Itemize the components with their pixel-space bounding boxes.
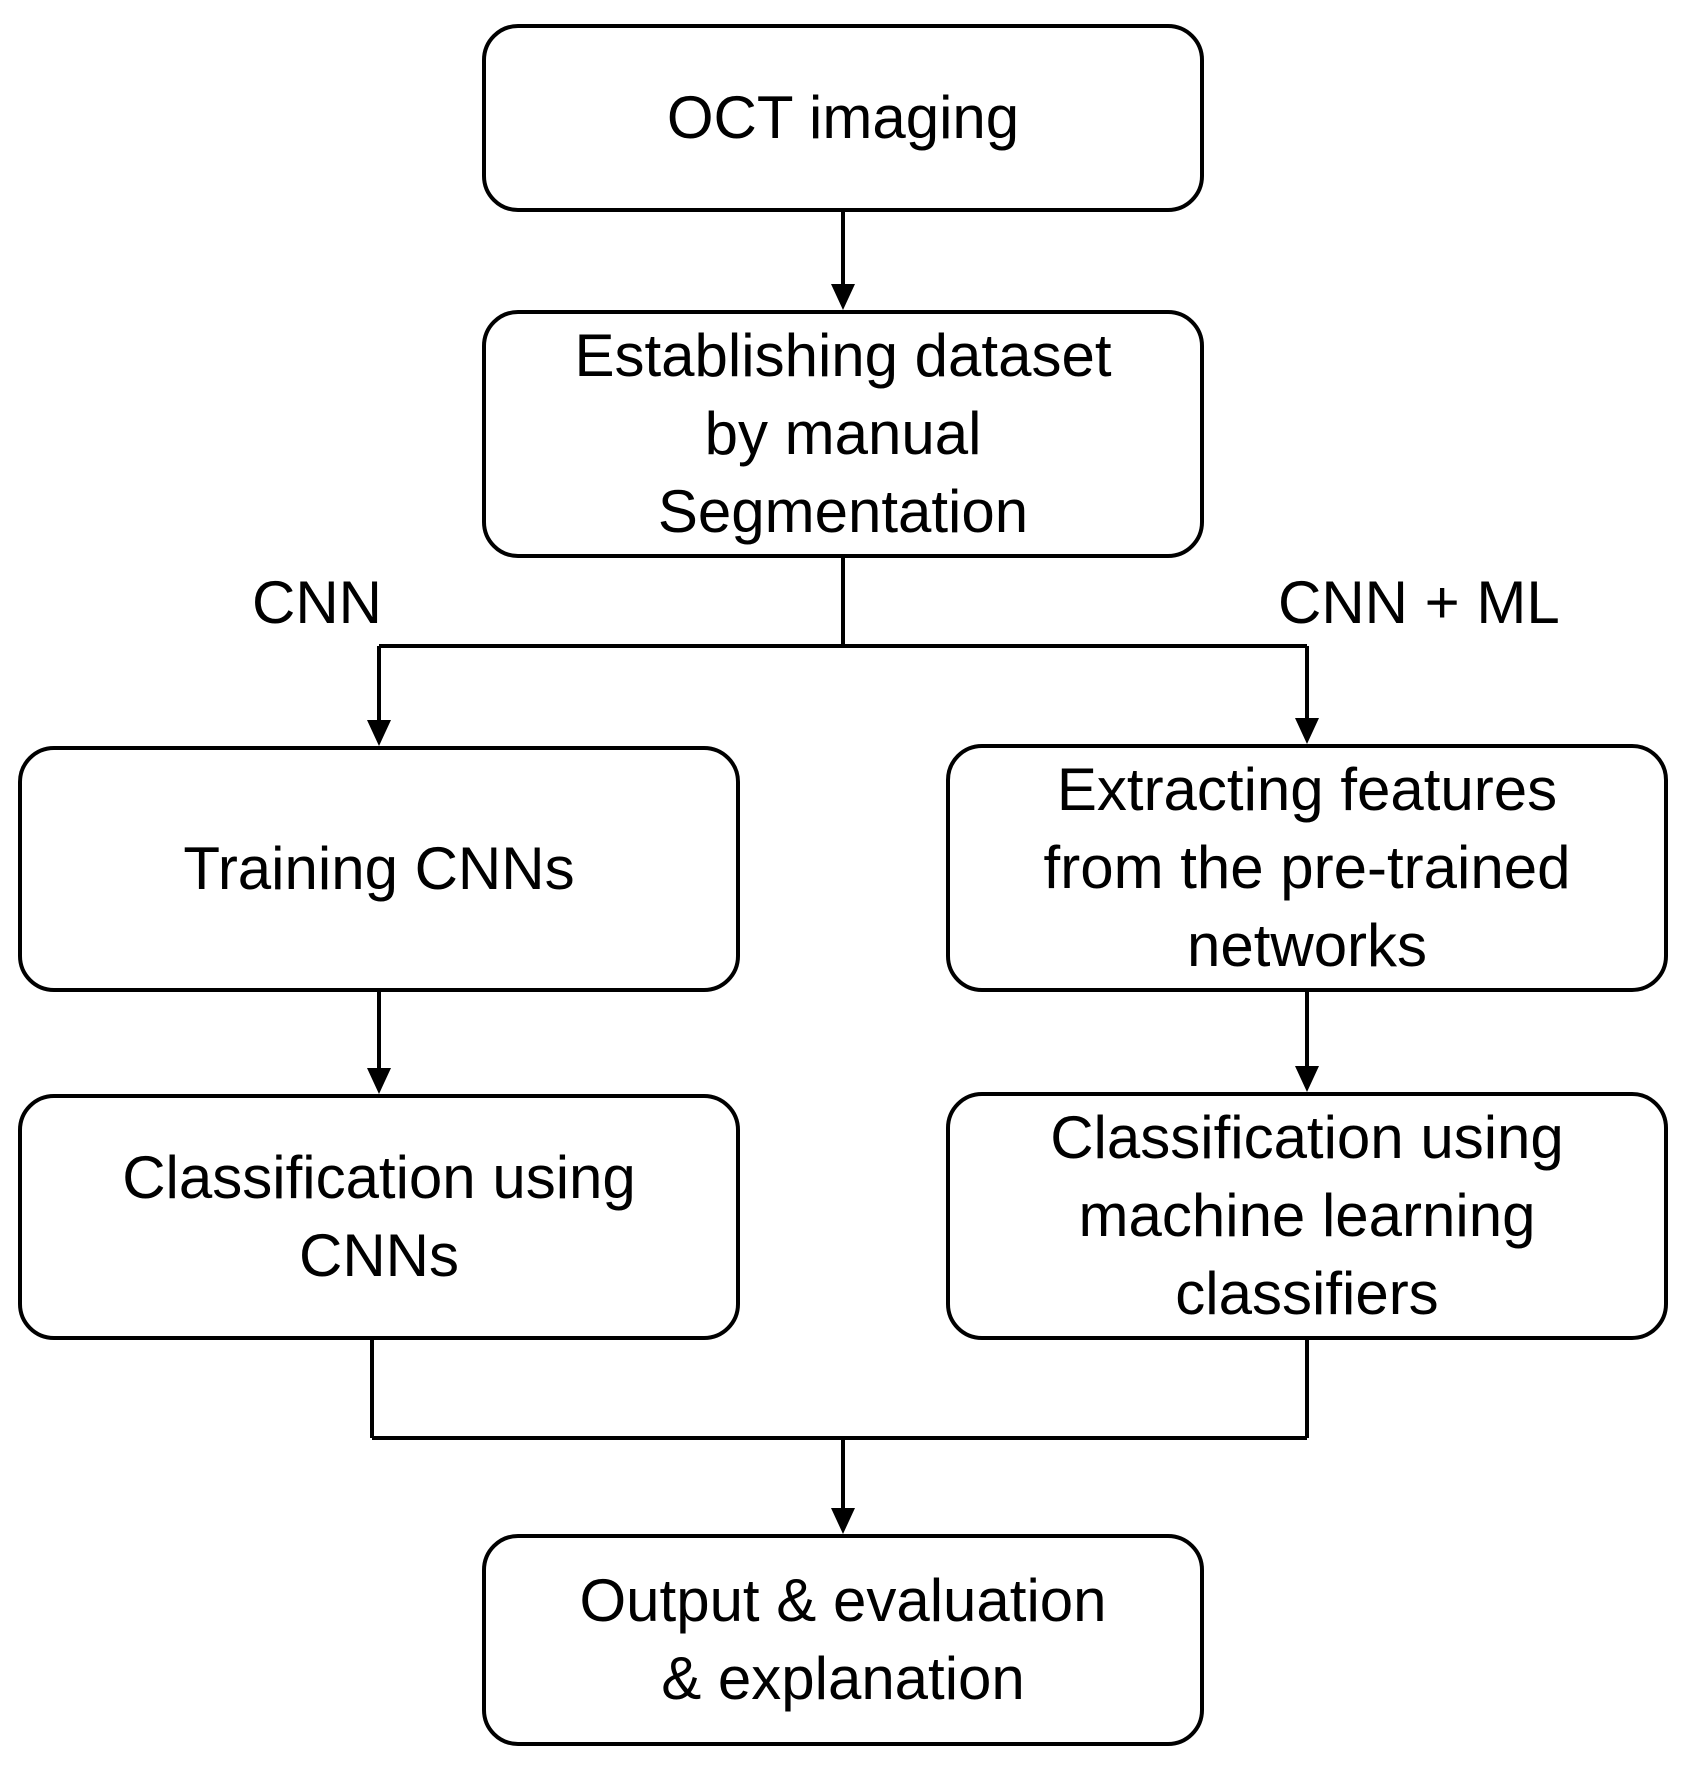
arrowhead-extract: [1295, 718, 1319, 744]
arrowhead-classcnn: [367, 1068, 391, 1094]
node-oct-imaging-label: OCT imaging: [666, 84, 1020, 151]
node-classification-ml: Classification using machine learning cl…: [946, 1092, 1668, 1340]
node-classification-cnns-label: Classification using CNNs: [122, 1144, 636, 1289]
arrowhead-train: [367, 720, 391, 746]
node-output-evaluation: Output & evaluation & explanation: [482, 1534, 1204, 1746]
branch-label-cnn-ml: CNN + ML: [1278, 569, 1560, 636]
node-oct-imaging: OCT imaging: [482, 24, 1204, 212]
node-training-cnns-label: Training CNNs: [183, 835, 575, 902]
node-training-cnns: Training CNNs: [18, 746, 740, 992]
arrowhead-dataset: [831, 284, 855, 310]
branch-label-cnn: CNN: [252, 569, 382, 636]
node-classification-cnns: Classification using CNNs: [18, 1094, 740, 1340]
node-establishing-dataset: Establishing dataset by manual Segmentat…: [482, 310, 1204, 558]
node-classification-ml-label: Classification using machine learning cl…: [1050, 1104, 1564, 1327]
arrowhead-classml: [1295, 1066, 1319, 1092]
node-extracting-features-label: Extracting features from the pre-trained…: [1043, 756, 1571, 979]
node-extracting-features: Extracting features from the pre-trained…: [946, 744, 1668, 992]
node-output-evaluation-label: Output & evaluation & explanation: [579, 1567, 1107, 1712]
node-establishing-dataset-label: Establishing dataset by manual Segmentat…: [574, 322, 1112, 545]
arrowhead-output: [831, 1508, 855, 1534]
